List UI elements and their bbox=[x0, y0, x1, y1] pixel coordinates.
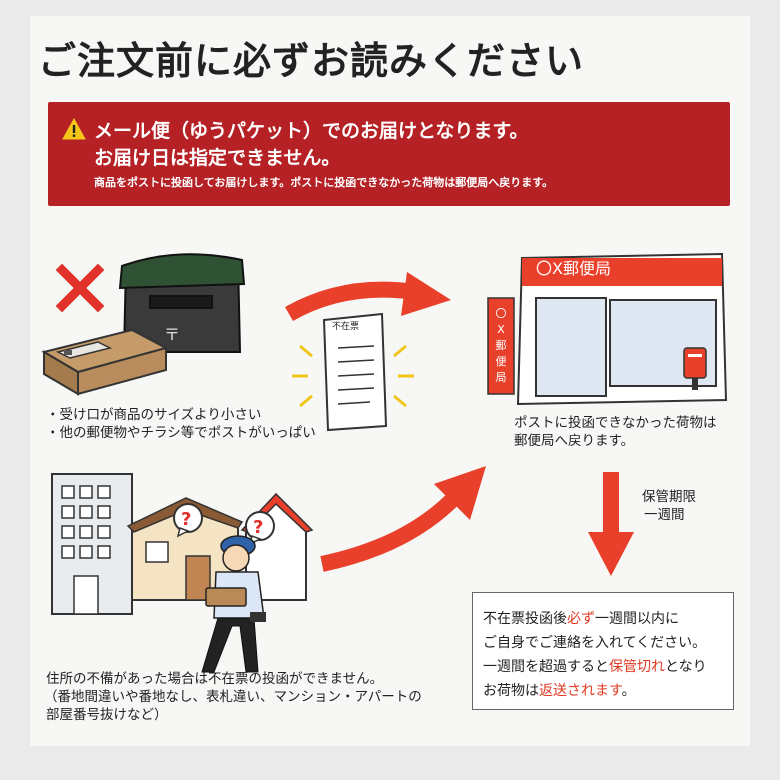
storage-period-value: 一週間 bbox=[644, 507, 685, 523]
page-title: ご注文前に必ずお読みください bbox=[38, 39, 585, 83]
post-office-vertical-sign: 〇 X 郵 便 局 bbox=[495, 307, 507, 384]
info-row-2: ご自身でご連絡を入れてください。 bbox=[483, 635, 707, 651]
building-illustration bbox=[51, 473, 133, 615]
down-arrow-icon bbox=[588, 472, 634, 576]
info-row-1: 不在票投函後必ず一週間以内に bbox=[483, 611, 679, 627]
svg-text:?: ? bbox=[181, 509, 191, 530]
delivery-person-illustration bbox=[201, 535, 266, 673]
mailbox-illustration: 〒 bbox=[118, 253, 246, 353]
address-issue-line-3: 部屋番号抜けなど） bbox=[46, 707, 168, 723]
post-office-caption-1: ポストに投函できなかった荷物は bbox=[514, 415, 717, 431]
mailbox-reason-2: ・他の郵便物やチラシ等でポストがいっぱい bbox=[46, 425, 316, 441]
post-office-illustration bbox=[487, 252, 728, 406]
banner-line-1: メール便（ゆうパケット）でのお届けとなります。 bbox=[94, 120, 529, 142]
banner-line-2: お届け日は指定できません。 bbox=[94, 147, 341, 169]
cross-mark-icon bbox=[55, 263, 105, 313]
post-office-sign: 〇X郵便局 bbox=[536, 259, 611, 278]
notice-panel: ご注文前に必ずお読みください メール便（ゆうパケット）でのお届けとなります。 お… bbox=[30, 16, 750, 746]
svg-text:〒: 〒 bbox=[164, 325, 180, 344]
shipping-banner: メール便（ゆうパケット）でのお届けとなります。 お届け日は指定できません。 商品… bbox=[48, 102, 730, 206]
address-issue-line-1: 住所の不備があった場合は不在票の投函ができません。 bbox=[46, 671, 384, 687]
address-issue-line-2: （番地間違いや番地なし、表札違い、マンション・アパートの bbox=[44, 689, 422, 705]
question-bubble-icon: ? bbox=[173, 503, 203, 538]
notice-slip-label: 不在票 bbox=[332, 322, 360, 332]
post-office-caption-2: 郵便局へ戻ります。 bbox=[514, 433, 635, 449]
curved-arrow-icon-2 bbox=[320, 466, 486, 572]
notice-slip-illustration bbox=[292, 312, 414, 432]
mailbox-reason-1: ・受け口が商品のサイズより小さい bbox=[46, 407, 262, 423]
warning-icon bbox=[62, 117, 86, 140]
banner-line-3: 商品をポストに投函してお届けします。ポストに投函できなかった荷物は郵便局へ戻りま… bbox=[94, 176, 554, 189]
info-row-3: 一週間を超過すると保管切れとなり bbox=[483, 659, 707, 675]
svg-text:?: ? bbox=[253, 517, 263, 538]
info-row-4: お荷物は返送されます。 bbox=[483, 683, 636, 699]
package-illustration bbox=[41, 328, 169, 396]
curved-arrow-icon bbox=[285, 272, 451, 321]
contact-info-box: 不在票投函後必ず一週間以内に ご自身でご連絡を入れてください。 一週間を超過する… bbox=[472, 592, 734, 710]
storage-period-label: 保管期限 bbox=[642, 489, 696, 505]
